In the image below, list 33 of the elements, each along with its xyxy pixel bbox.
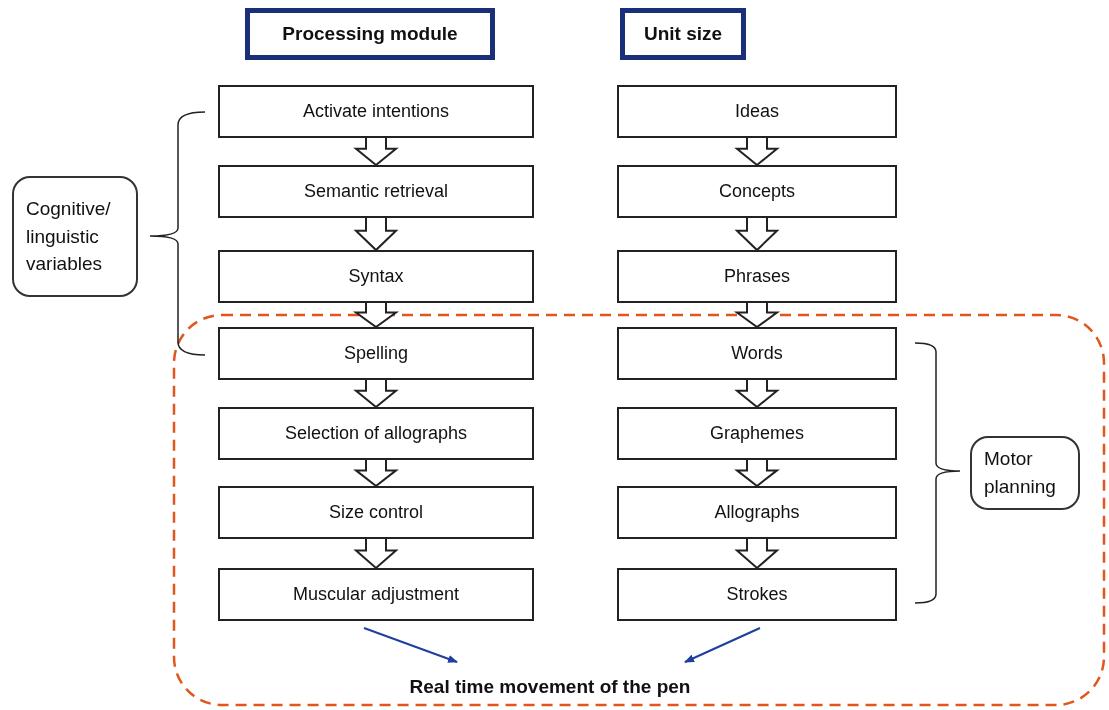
block-arrow (353, 459, 399, 488)
arrow (363, 627, 458, 663)
block-arrow (734, 379, 780, 409)
block-arrow (734, 217, 780, 252)
process-box: Concepts (617, 165, 897, 218)
process-box: Spelling (218, 327, 534, 380)
block-arrow (733, 302, 781, 329)
block-arrow (353, 379, 399, 409)
block-arrow (353, 538, 399, 570)
process-box: Syntax (218, 250, 534, 303)
arrow (684, 627, 761, 663)
block-arrow (352, 302, 400, 329)
process-box: Words (617, 327, 897, 380)
group-label-box: Motor planning (970, 436, 1080, 510)
group-label-box: Cognitive/ linguistic variables (12, 176, 138, 297)
block-arrow (353, 137, 399, 167)
block-arrow (734, 538, 780, 570)
process-box: Allographs (617, 486, 897, 539)
block-arrow (353, 217, 399, 252)
process-box: Phrases (617, 250, 897, 303)
outcome-text: Real time movement of the pen (380, 672, 720, 702)
process-box: Activate intentions (218, 85, 534, 138)
process-box: Muscular adjustment (218, 568, 534, 621)
block-arrow (734, 137, 780, 167)
process-box: Selection of allographs (218, 407, 534, 460)
process-box: Strokes (617, 568, 897, 621)
block-arrow (734, 459, 780, 488)
column-header-box: Unit size (620, 8, 746, 60)
process-box: Size control (218, 486, 534, 539)
process-box: Semantic retrieval (218, 165, 534, 218)
process-box: Ideas (617, 85, 897, 138)
column-header-box: Processing module (245, 8, 495, 60)
process-box: Graphemes (617, 407, 897, 460)
